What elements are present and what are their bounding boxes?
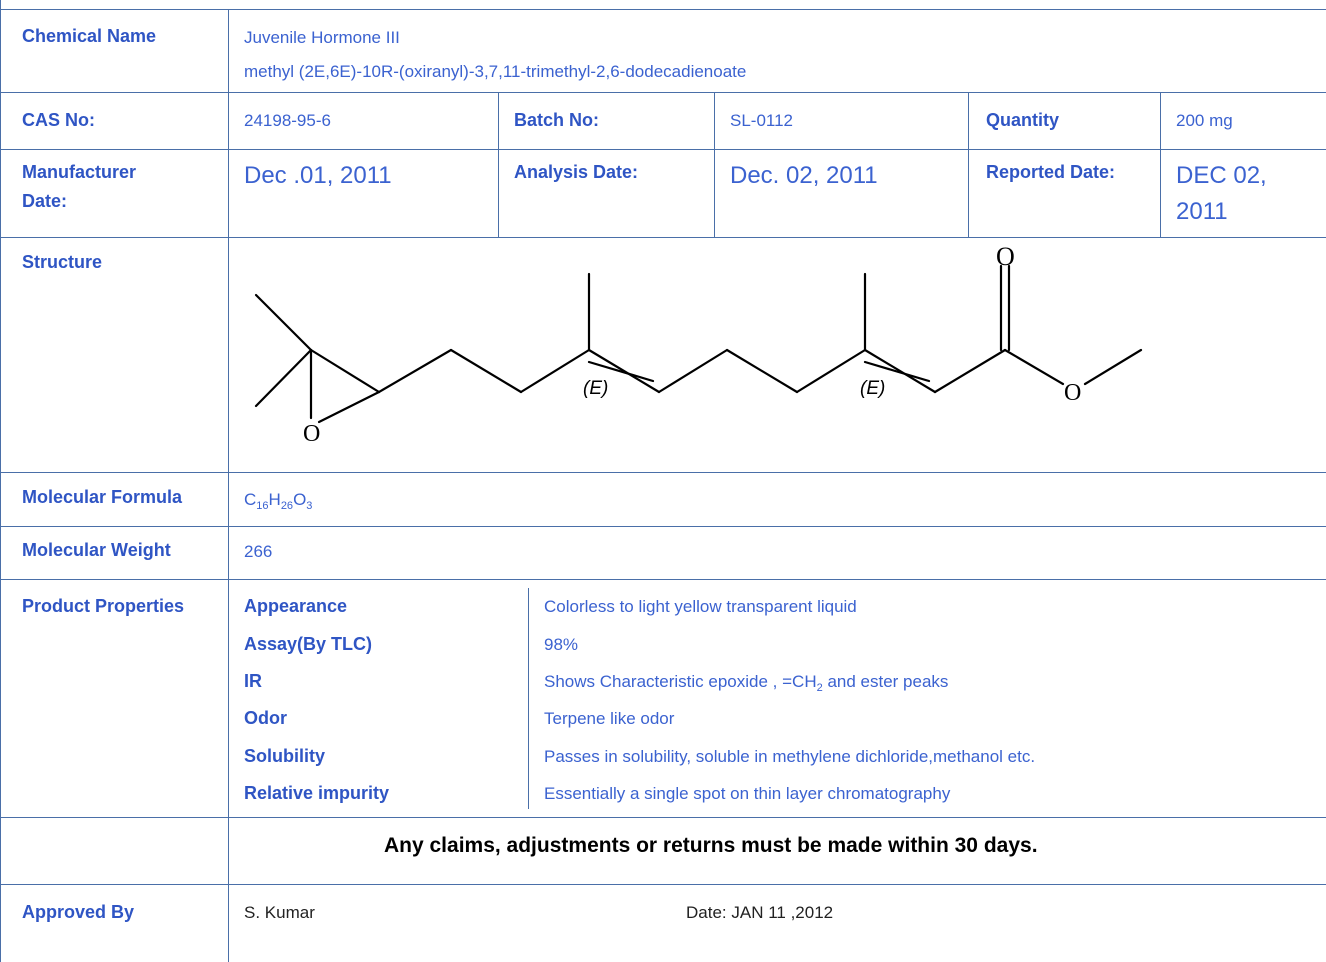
rule-after-structure [0,472,1326,473]
formula-carbon-count: 16 [256,500,269,512]
reported-date-value-line2: 2011 [1176,198,1228,225]
ir-subscript: 2 [816,682,823,694]
bond-double-2b [863,360,931,383]
bond-ester-c-o [1003,348,1065,386]
property-value: Colorless to light yellow transparent li… [544,597,857,616]
chemical-name-value: Juvenile Hormone III [244,28,400,47]
rule-after-dates [0,237,1326,238]
property-value: Shows Characteristic epoxide , =CH2 and … [544,672,949,694]
bond-chain-4 [657,348,729,394]
approval-date: Date: JAN 11 ,2012 [686,903,834,922]
approved-by-label: Approved By [22,902,135,922]
rule-after-name [0,92,1326,93]
reported-date-value-line1: DEC 02, [1176,162,1267,189]
analysis-date-value: Dec. 02, 2011 [730,162,878,189]
batch-label: Batch No: [514,110,599,130]
molecular-formula-label: Molecular Formula [22,487,183,507]
formula-oxygen: O [293,490,307,509]
bond-double-2a [863,348,937,394]
formula-hydrogen: H [268,490,281,509]
formula-hydrogen-count: 26 [280,500,294,512]
property-name: Appearance [244,596,348,616]
rule-after-claims [0,884,1326,885]
rule-col-quantity [968,92,969,237]
molecular-weight-label: Molecular Weight [22,540,171,560]
property-value: Passes in solubility, soluble in methyle… [544,747,1036,766]
structure-diagram: O O O (E) (E) [254,242,1143,447]
stereo-label-1: (E) [583,378,608,399]
bond-chain-5 [725,348,799,394]
batch-value: SL-0112 [730,111,794,130]
structure-label: Structure [22,252,103,272]
property-name: Assay(By TLC) [244,634,373,654]
rule-after-cas [0,149,1326,150]
bond-double-1b [587,360,655,383]
property-value: Essentially a single spot on thin layer … [544,784,951,803]
ir-value-text: Shows Characteristic epoxide , =CH [544,672,817,691]
rule-properties-divider [528,588,529,809]
property-name: Relative impurity [244,783,390,803]
claims-notice: Any claims, adjustments or returns must … [384,834,1038,857]
bond-epoxide-o-c [317,390,381,424]
analysis-date-label: Analysis Date: [514,162,639,182]
formula-carbon: C [244,490,257,509]
rule-top [0,9,1326,10]
chemical-name-label: Chemical Name [22,26,157,46]
ir-value-suffix: and ester peaks [822,672,949,691]
bond-chain-3 [519,348,591,394]
molecular-weight-value: 266 [244,542,273,561]
bond-epoxide-c-c [309,348,381,394]
bond-chain-2 [449,348,523,394]
bond-ester-o-me [1083,348,1143,386]
atom-o-ester: O [1064,380,1081,406]
product-properties-label: Product Properties [22,596,185,616]
rule-col-batch [498,92,499,237]
cas-value: 24198-95-6 [244,111,331,130]
bond-methyl-a [254,293,313,352]
atom-o-epoxide: O [303,421,320,447]
property-name: IR [244,671,262,691]
rule-after-formula [0,526,1326,527]
bond-chain-6 [795,348,867,394]
bond-chain-7 [933,348,1007,394]
property-name: Odor [244,708,287,728]
stereo-label-2: (E) [860,378,885,399]
rule-col-quantity-value [1160,92,1161,237]
manufacturer-date-label-line2: Date: [22,191,68,211]
property-value: 98% [544,635,579,654]
rule-label-column [228,9,229,962]
approver-name: S. Kumar [244,903,315,922]
bond-methyl-b [254,348,313,408]
cas-label: CAS No: [22,110,95,130]
chemical-iupac-name: methyl (2E,6E)-10R-(oxiranyl)-3,7,11-tri… [244,62,747,81]
reported-date-label: Reported Date: [986,162,1116,182]
property-value: Terpene like odor [544,709,675,728]
bond-chain-1 [377,348,453,394]
rule-after-properties [0,817,1326,818]
bond-double-1a [587,348,661,394]
manufacturer-date-value: Dec .01, 2011 [244,162,392,189]
property-name: Solubility [244,746,325,766]
quantity-value: 200 mg [1176,111,1233,130]
rule-left-edge [0,0,1,962]
rule-after-weight [0,579,1326,580]
molecular-formula-value: C16H26O3 [244,490,313,512]
formula-oxygen-count: 3 [306,500,313,512]
rule-col-batch-value [714,92,715,237]
manufacturer-date-label-line1: Manufacturer [22,162,137,182]
atom-o-carbonyl: O [996,242,1015,271]
quantity-label: Quantity [986,110,1060,130]
